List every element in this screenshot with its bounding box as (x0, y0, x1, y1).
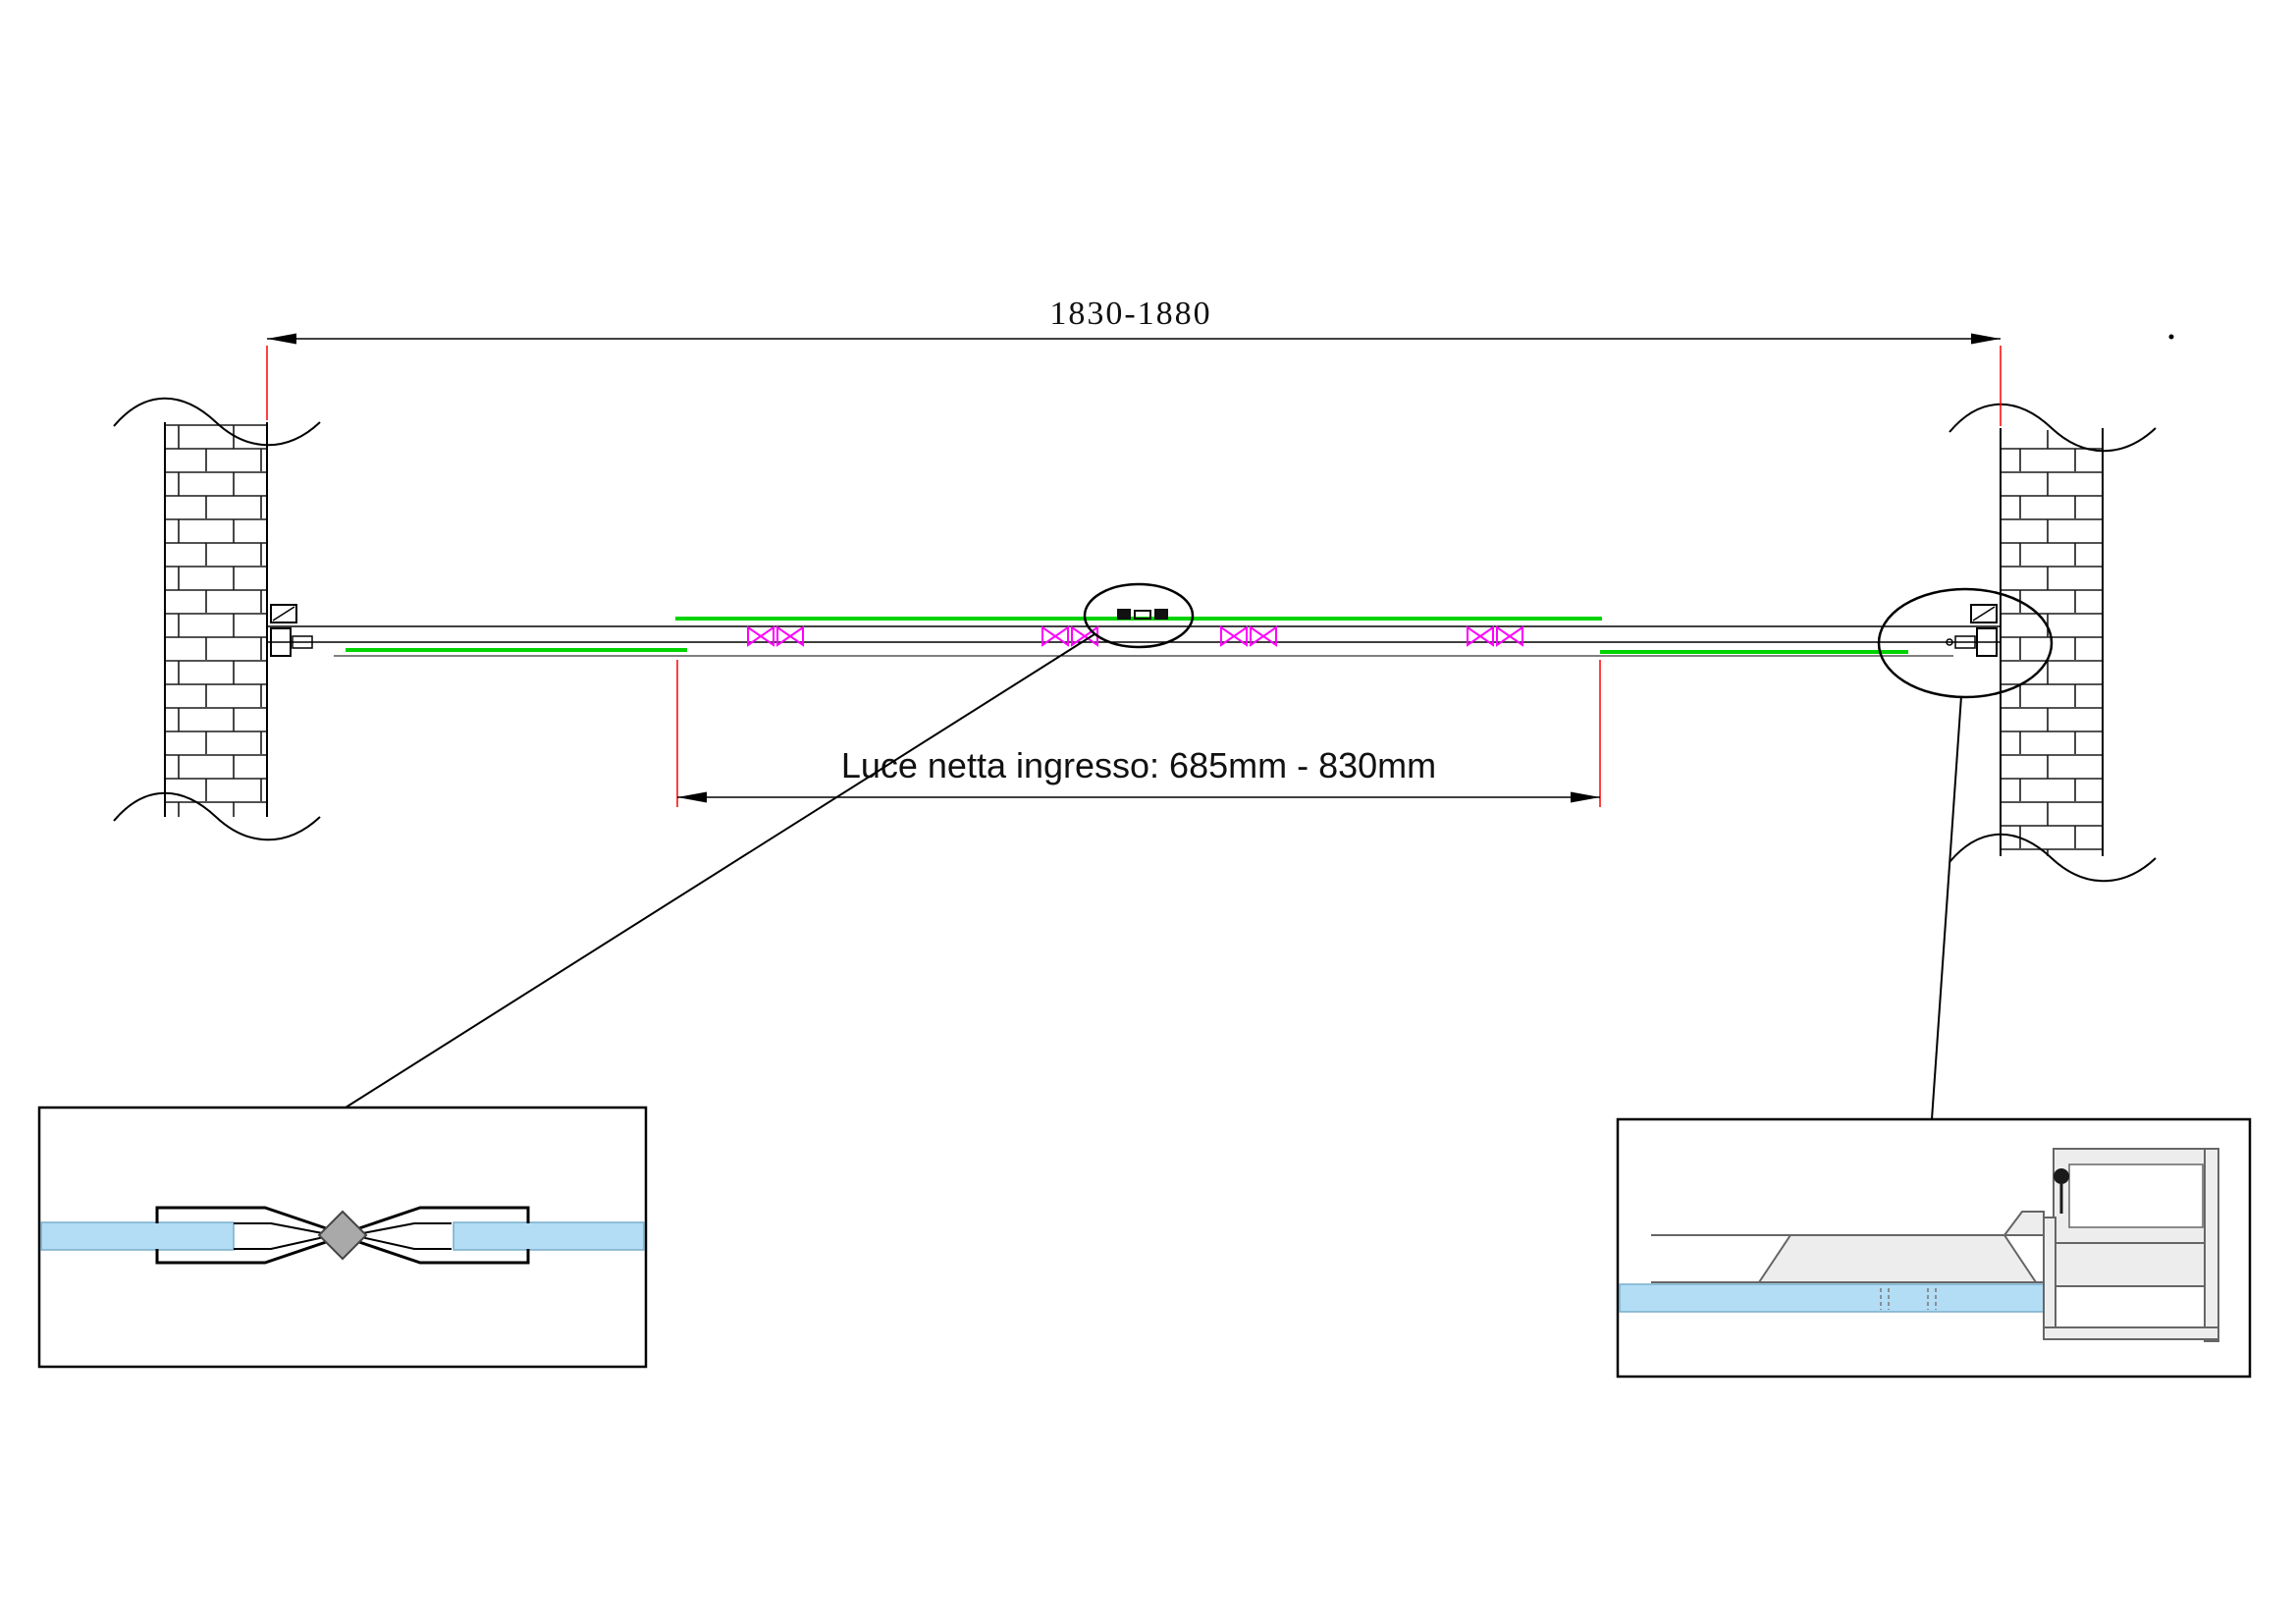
wall-left-break-bottom (113, 791, 321, 841)
hidden-fixing-1 (1880, 1288, 1890, 1310)
wall-profile-plan-right (1946, 604, 1998, 657)
wall-profile-section (2043, 1148, 2219, 1342)
wall-right-break-top (1949, 403, 2157, 453)
screw-head (2054, 1168, 2069, 1184)
seal-profile-right (349, 1206, 530, 1265)
door-assembly (267, 604, 2001, 657)
seal-profile-left (155, 1206, 336, 1265)
detail-callouts (345, 582, 2054, 1120)
wall-profile-plan-left (270, 604, 313, 657)
wall-left-break-top (113, 397, 321, 447)
glass-section-left (40, 1221, 235, 1251)
wall-right-break-bottom (1949, 833, 2157, 883)
magnet-block (317, 1210, 368, 1261)
rail-profile (1757, 1234, 2038, 1283)
magnet-closure-plan (1117, 609, 1168, 620)
glass-section-detail (1619, 1283, 2045, 1313)
clear-arrow-left (677, 791, 707, 803)
overall-dimension: 1830-1880 (266, 296, 2174, 426)
dimension-arrow-left (267, 333, 296, 345)
detail-magnetic-seal (37, 1106, 648, 1369)
clear-opening-dimension: Luce netta ingresso: 685mm - 830mm (676, 660, 1601, 807)
hidden-fixing-2 (1927, 1288, 1937, 1310)
glass-section-right (453, 1221, 645, 1251)
wall-left (113, 397, 321, 841)
leader-line-right (1931, 695, 1962, 1120)
wall-left-bricks (165, 424, 267, 817)
callout-ellipse-center (1083, 582, 1195, 649)
stray-mark (2168, 334, 2174, 340)
dimension-arrow-right (1971, 333, 2001, 345)
callout-ellipse-right (1877, 587, 2054, 699)
rail-corner-profile (2002, 1211, 2045, 1236)
clear-arrow-right (1571, 791, 1600, 803)
detail-wall-profile (1616, 1117, 2252, 1379)
leader-line-left (345, 633, 1095, 1109)
overall-dimension-label: 1830-1880 (1049, 296, 1211, 332)
clear-opening-label: Luce netta ingresso: 685mm - 830mm (841, 745, 1436, 785)
